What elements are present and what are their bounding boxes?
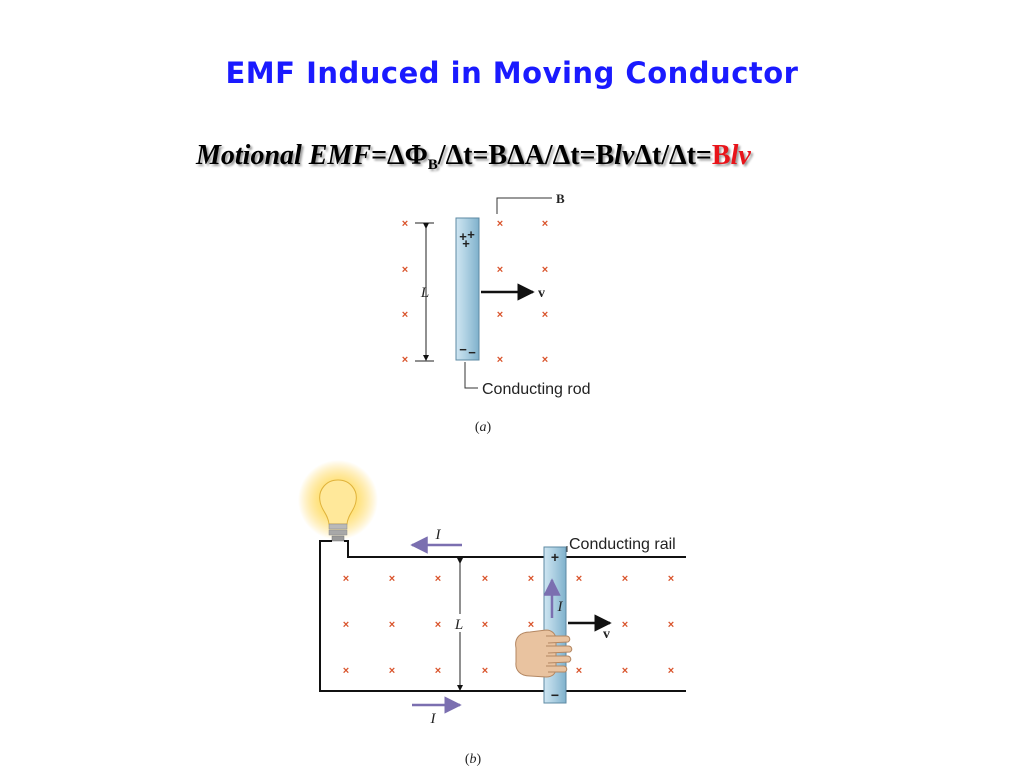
caption-a-close: ) <box>487 420 492 435</box>
field-x-mark: × <box>482 573 488 585</box>
velocity-label-b: v <box>603 627 610 642</box>
formula-lv1: lv <box>614 140 635 171</box>
sliding-rod <box>543 546 567 704</box>
formula-b-red: B <box>711 140 731 171</box>
field-x-mark: × <box>389 619 395 631</box>
rod-callout-line <box>464 362 478 389</box>
current-label-bottom: I <box>430 711 437 727</box>
field-x-mark: × <box>435 619 441 631</box>
field-x-mark: × <box>668 573 674 585</box>
field-x-mark: × <box>528 573 534 585</box>
field-x-mark: × <box>542 218 548 230</box>
field-x-mark: × <box>402 354 408 366</box>
field-x-mark: × <box>482 665 488 677</box>
slide-title: EMF Induced in Moving Conductor <box>225 56 799 90</box>
rod-callout-label: Conducting rod <box>482 381 591 398</box>
plus-charge-b: + <box>551 549 559 565</box>
field-x-mark: × <box>622 573 628 585</box>
current-label-rod: I <box>557 599 564 615</box>
field-x-mark: × <box>542 354 548 366</box>
field-marks-a: × × × × × × × × × × × × <box>402 218 548 366</box>
plus-charge: + <box>459 229 467 244</box>
current-label-top: I <box>435 527 442 543</box>
conducting-rod <box>455 217 480 361</box>
field-x-mark: × <box>435 665 441 677</box>
velocity-label: v <box>538 286 545 301</box>
field-x-mark: × <box>622 665 628 677</box>
minus-charge: − <box>468 345 476 360</box>
caption-b-close: ) <box>477 752 482 767</box>
length-label-backdrop <box>452 614 468 632</box>
formula-mid: Δt/Δt= <box>634 140 712 171</box>
field-marks-b: × × × × × × × × × × × × × × × × × × × × … <box>343 573 674 677</box>
field-x-mark: × <box>402 218 408 230</box>
plus-charge: + <box>467 227 475 242</box>
rail-callout-label: Conducting rail <box>569 536 676 553</box>
diagram-a: × × × × × × × × × × × × B L + + + − − v <box>402 191 591 435</box>
caption-a-letter: a <box>480 420 487 435</box>
field-x-mark: × <box>528 619 534 631</box>
caption-b-letter: b <box>470 752 477 767</box>
field-x-mark: × <box>668 665 674 677</box>
field-x-mark: × <box>482 619 488 631</box>
field-x-mark: × <box>497 309 503 321</box>
diagram-b: Conducting rail × × × × × × × × × × × × … <box>298 460 686 767</box>
circuit-wire-bottom <box>319 540 686 692</box>
formula-sub: B <box>427 157 438 173</box>
field-x-mark: × <box>668 619 674 631</box>
caption-b: (b) <box>465 752 482 767</box>
hand-icon <box>515 629 573 678</box>
field-x-mark: × <box>576 573 582 585</box>
field-x-mark: × <box>343 665 349 677</box>
field-callout-line <box>496 197 552 214</box>
field-x-mark: × <box>542 264 548 276</box>
field-x-mark: × <box>622 619 628 631</box>
formula-lhs: Motional EMF <box>196 140 372 171</box>
field-x-mark: × <box>343 573 349 585</box>
length-label-b: L <box>454 617 463 633</box>
formula-rest: /Δt=BΔA/Δt=B <box>437 140 615 171</box>
field-x-mark: × <box>435 573 441 585</box>
light-bulb-icon <box>319 479 357 542</box>
caption-b-open: ( <box>465 752 470 767</box>
field-x-mark: × <box>542 309 548 321</box>
formula-eq1: =ΔΦ <box>371 140 428 171</box>
conducting-rail-top <box>344 540 686 558</box>
plus-charge: + <box>462 236 470 251</box>
field-x-mark: × <box>497 354 503 366</box>
field-x-mark: × <box>497 264 503 276</box>
field-x-mark: × <box>576 665 582 677</box>
field-label-b: B <box>556 191 565 206</box>
field-x-mark: × <box>389 573 395 585</box>
caption-a-open: ( <box>475 420 480 435</box>
field-x-mark: × <box>402 264 408 276</box>
field-x-mark: × <box>402 309 408 321</box>
field-x-mark: × <box>389 665 395 677</box>
minus-charge: − <box>459 342 467 357</box>
motional-emf-formula: Motional EMF=ΔΦB/Δt=BΔA/Δt=BlvΔt/Δt=Blv <box>196 140 751 174</box>
field-x-mark: × <box>497 218 503 230</box>
minus-charge-b: − <box>551 687 559 703</box>
caption-a: (a) <box>475 420 492 435</box>
field-x-mark: × <box>343 619 349 631</box>
length-label: L <box>420 285 429 301</box>
formula-lv-red: lv <box>730 140 751 171</box>
